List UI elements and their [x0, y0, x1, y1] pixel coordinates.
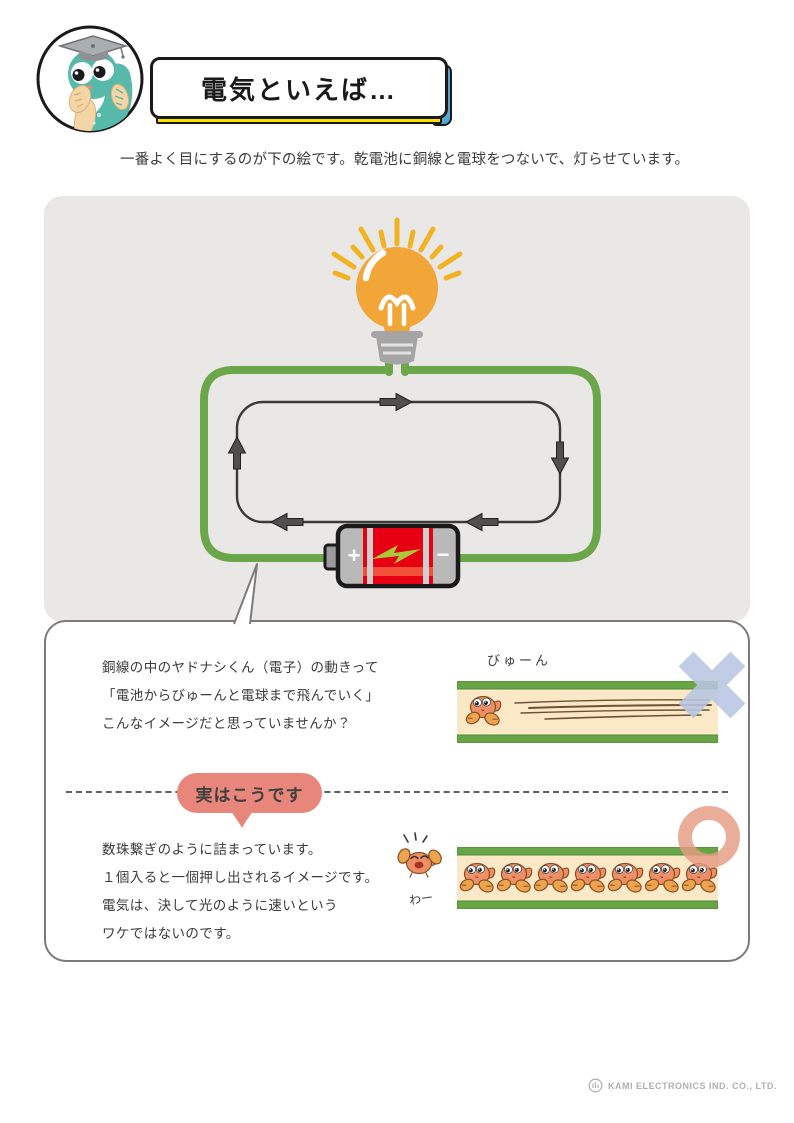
misconception-text: 銅線の中のヤドナシくん（電子）の動きって 「電池からびゅーんと電球まで飛んでいく… [102, 654, 379, 738]
misconception-line: こんなイメージだと思っていませんか？ [102, 716, 351, 731]
circuit-panel: + − [44, 196, 750, 622]
battery-minus-label: − [437, 542, 450, 567]
misconception-line: 「電池からびゅーんと電球まで飛んでいく」 [102, 688, 380, 703]
circuit-illustration: + − [200, 217, 601, 589]
surprise-marks [403, 832, 428, 843]
fact-badge-tail [230, 810, 254, 828]
battery-icon: + − [323, 523, 461, 589]
light-rays-icon [331, 217, 463, 281]
speech-bubble: 銅線の中のヤドナシくん（電子）の動きって 「電池からびゅーんと電球まで飛んでいく… [44, 620, 750, 962]
fact-line: 数珠繋ぎのように詰まっています。 [102, 842, 322, 857]
misconception-line: 銅線の中のヤドナシくん（電子）の動きって [102, 660, 379, 675]
x-mark-icon [678, 651, 746, 719]
title-banner: 電気といえば… [150, 57, 452, 126]
light-bulb-icon [356, 247, 438, 338]
fact-text: 数珠繋ぎのように詰まっています。 １個入ると一個押し出されるイメージです。 電気… [102, 836, 378, 948]
footer: KAMI ELECTRONICS IND. CO., LTD. [588, 1078, 777, 1093]
excited-crab-icon [397, 832, 442, 878]
company-logo-icon [588, 1078, 603, 1093]
battery-plus-label: + [348, 543, 361, 568]
fact-line: 電気は、決して光のように速いという [102, 898, 338, 913]
flow-arrow-up-icon [227, 435, 247, 470]
flow-arrow-left-icon [269, 512, 304, 532]
fact-line: ワケではないのです。 [102, 926, 240, 941]
bulb-socket-icon [371, 331, 423, 365]
sfx-wow-label: わー [408, 890, 434, 908]
flow-arrows [227, 392, 570, 532]
wire-tube-fact [457, 847, 718, 909]
banner-face: 電気といえば… [150, 57, 448, 119]
flow-arrow-right-icon [379, 392, 414, 412]
speech-bubble-tail [233, 563, 258, 626]
fact-badge: 実はこうです [177, 773, 322, 813]
company-name: KAMI ELECTRONICS IND. CO., LTD. [608, 1080, 777, 1091]
intro-text: 一番よく目にするのが下の絵です。乾電池に銅線と電球をつないで、灯らせています。 [120, 152, 690, 168]
wire-tube-misconception [457, 681, 718, 743]
fact-line: １個入ると一個押し出されるイメージです。 [102, 870, 379, 885]
sfx-zoom-label: びゅーん [487, 653, 552, 668]
flow-arrow-left-icon [464, 512, 499, 532]
page-title: 電気といえば… [200, 74, 397, 105]
fact-badge-label: 実はこうです [195, 785, 304, 805]
professor-mascot-icon [36, 25, 144, 133]
flow-arrow-down-icon [550, 441, 570, 476]
o-mark-icon [678, 806, 740, 868]
dashed-divider [66, 791, 728, 793]
electron-flow-loop [235, 400, 562, 524]
graduation-cap-icon [57, 35, 129, 61]
